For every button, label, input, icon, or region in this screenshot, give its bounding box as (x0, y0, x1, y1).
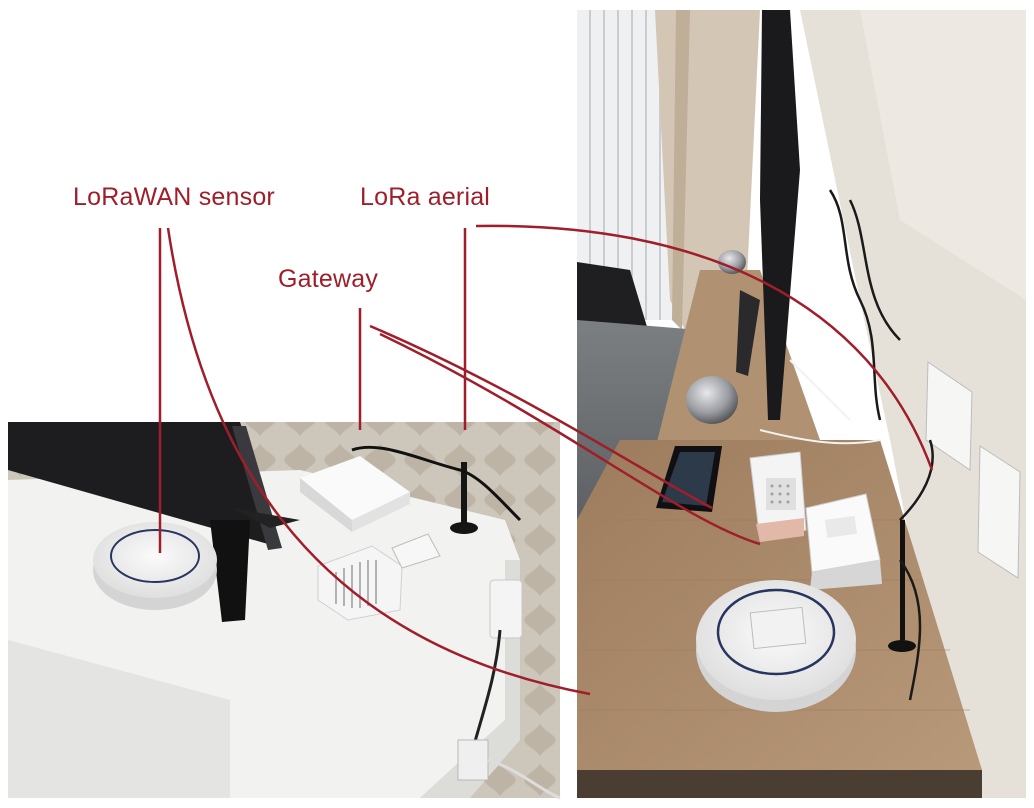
gateway-left (300, 456, 410, 532)
lorawan-sensor-right (696, 580, 856, 712)
fan-unit-right (749, 451, 807, 542)
gateway-right (805, 493, 882, 590)
tv-side (760, 10, 800, 420)
lora-aerial-label: LoRa aerial (360, 183, 491, 211)
callout-lines (158, 224, 934, 696)
wall-socket (925, 361, 1021, 579)
gateway-label: Gateway (278, 265, 379, 293)
lora-aerial-left (450, 462, 478, 534)
lora-aerial-right (888, 520, 916, 652)
left-photo (8, 422, 561, 800)
metal-ornament (686, 250, 746, 424)
right-photo (577, 10, 1026, 798)
fan-unit-left (317, 545, 403, 621)
tv-screen (8, 422, 282, 548)
tv-stand (210, 520, 250, 622)
lorawan-sensor-label: LoRaWAN sensor (73, 183, 275, 211)
lorawan-sensor-left (93, 522, 217, 610)
phone (656, 446, 722, 512)
